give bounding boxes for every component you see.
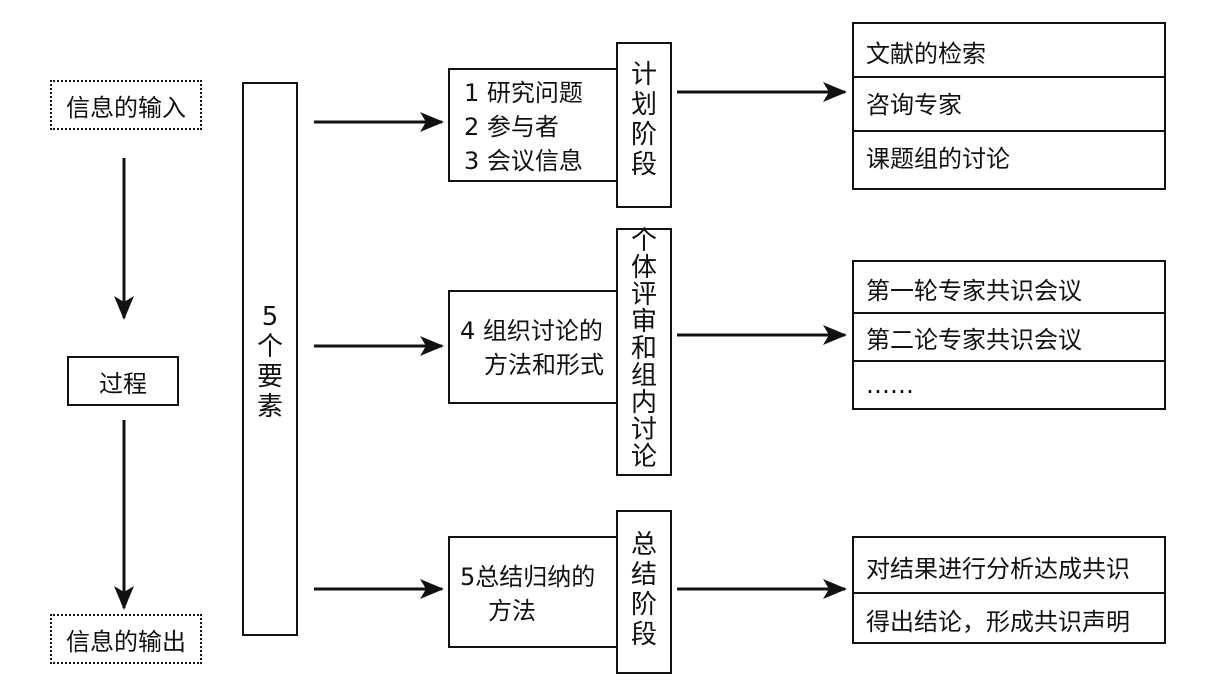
summary-stage-box: 总 结 阶 段 xyxy=(616,510,672,674)
plan-item: 1 研究问题 xyxy=(464,79,583,107)
discuss-items-box: 4 组织讨论的 方法和形式 xyxy=(448,290,618,404)
input-box: 信息的输入 xyxy=(50,80,202,130)
plan-item: 2 参与者 xyxy=(464,113,559,141)
plan-stage-char: 阶 xyxy=(630,120,657,150)
discuss-result-text: …… xyxy=(866,371,914,399)
plan-stage-char: 段 xyxy=(630,150,657,180)
summary-result-row: 对结果进行分析达成共识 xyxy=(854,540,1164,592)
plan-result-row: 咨询专家 xyxy=(854,76,1164,126)
process-label: 过程 xyxy=(99,369,147,398)
discuss-result-row: 第一轮专家共识会议 xyxy=(854,264,1164,312)
discuss-stage-char: 个 xyxy=(630,226,657,256)
summary-stage-char: 结 xyxy=(630,560,657,590)
five-elements-char: 个 xyxy=(256,332,283,362)
discuss-stage-char: 论 xyxy=(630,442,657,472)
summary-result-text: 对结果进行分析达成共识 xyxy=(866,554,1130,583)
five-elements-char: 要 xyxy=(256,362,283,392)
five-elements-char: 素 xyxy=(256,392,283,422)
input-label: 信息的输入 xyxy=(66,93,186,122)
plan-stage-box: 计 划 阶 段 xyxy=(616,42,672,208)
output-label: 信息的输出 xyxy=(66,627,186,656)
discuss-stage-char: 评 xyxy=(630,280,657,310)
summary-stage-char: 阶 xyxy=(630,590,657,620)
plan-items-list: 1 研究问题 2 参与者 3 会议信息 xyxy=(464,76,583,178)
summary-result-row: 得出结论，形成共识声明 xyxy=(854,592,1164,644)
discuss-stage-char: 讨 xyxy=(630,415,657,445)
five-elements-box: 5 个 要 素 xyxy=(242,82,298,636)
discuss-result-row: …… xyxy=(854,360,1164,408)
plan-stage-char: 划 xyxy=(630,90,657,120)
discuss-stage-char: 审 xyxy=(630,307,657,337)
plan-results-box: 文献的检索 咨询专家 课题组的讨论 xyxy=(852,22,1166,190)
discuss-stage-char: 内 xyxy=(630,388,657,418)
discuss-item: 方法和形式 xyxy=(484,351,604,379)
summary-results-box: 对结果进行分析达成共识 得出结论，形成共识声明 xyxy=(852,536,1166,644)
plan-result-text: 文献的检索 xyxy=(866,39,986,68)
summary-items-box: 5总结归纳的 方法 xyxy=(448,536,618,648)
summary-item: 5总结归纳的 xyxy=(460,563,596,591)
plan-stage-label: 计 划 阶 段 xyxy=(618,60,670,180)
discuss-results-box: 第一轮专家共识会议 第二论专家共识会议 …… xyxy=(852,260,1166,410)
discuss-stage-char: 和 xyxy=(630,334,657,364)
summary-stage-char: 段 xyxy=(630,620,657,650)
discuss-result-row: 第二论专家共识会议 xyxy=(854,312,1164,360)
plan-stage-char: 计 xyxy=(630,60,657,90)
summary-item: 方法 xyxy=(488,597,536,625)
discuss-stage-label: 个 体 评 审 和 组 内 讨 论 xyxy=(618,228,670,471)
summary-result-text: 得出结论，形成共识声明 xyxy=(866,607,1130,636)
plan-item: 3 会议信息 xyxy=(464,147,583,175)
discuss-item: 4 组织讨论的 xyxy=(460,317,603,345)
discuss-stage-char: 体 xyxy=(630,253,657,283)
plan-result-text: 课题组的讨论 xyxy=(866,144,1010,173)
plan-items-box: 1 研究问题 2 参与者 3 会议信息 xyxy=(448,68,618,182)
plan-result-row: 文献的检索 xyxy=(854,26,1164,76)
plan-result-text: 咨询专家 xyxy=(866,90,962,119)
discuss-stage-box: 个 体 评 审 和 组 内 讨 论 xyxy=(616,228,672,476)
process-box: 过程 xyxy=(67,356,179,406)
discuss-result-text: 第一轮专家共识会议 xyxy=(866,276,1082,305)
plan-result-row: 课题组的讨论 xyxy=(854,130,1164,180)
five-elements-char: 5 xyxy=(261,302,279,332)
summary-stage-label: 总 结 阶 段 xyxy=(618,530,670,650)
discuss-stage-char: 组 xyxy=(630,361,657,391)
discuss-items-list: 4 组织讨论的 方法和形式 xyxy=(460,314,604,382)
discuss-result-text: 第二论专家共识会议 xyxy=(866,325,1082,354)
five-elements-label: 5 个 要 素 xyxy=(244,302,296,422)
summary-items-list: 5总结归纳的 方法 xyxy=(460,560,595,628)
summary-stage-char: 总 xyxy=(630,530,657,560)
output-box: 信息的输出 xyxy=(50,614,202,664)
